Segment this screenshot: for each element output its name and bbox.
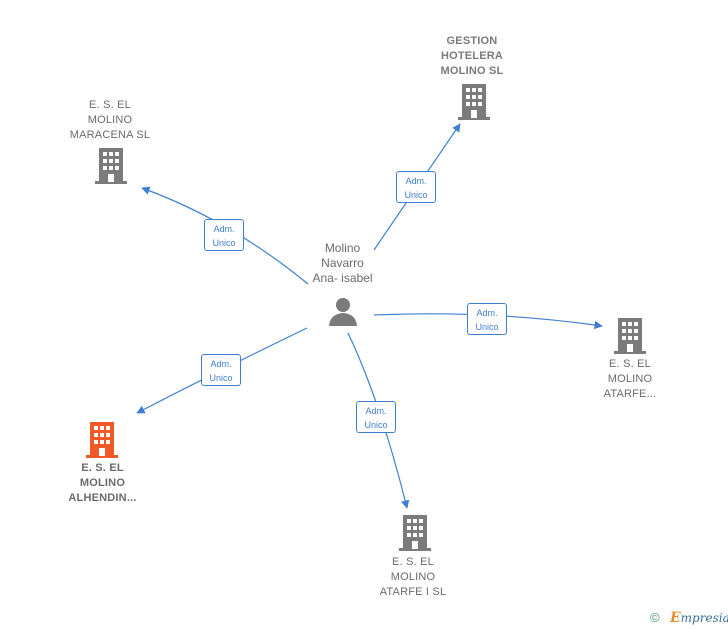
building-icon[interactable]	[399, 515, 431, 551]
edge-label-badge[interactable]: Adm. Unico	[396, 171, 436, 203]
edge-label-badge[interactable]: Adm. Unico	[467, 303, 507, 335]
brand-logo-rest: mpresia	[680, 611, 728, 625]
center-person-label: Molino Navarro Ana- isabel	[312, 241, 373, 285]
node-label-atarfe-i[interactable]: E. S. EL MOLINO ATARFE I SL	[379, 556, 447, 598]
node-label-alhendin[interactable]: E. S. EL MOLINO ALHENDIN...	[68, 462, 137, 504]
building-icon[interactable]	[86, 422, 118, 458]
person-icon[interactable]	[328, 297, 358, 327]
copyright-mark: ©	[650, 610, 660, 625]
building-icon[interactable]	[458, 84, 490, 120]
brand-logo-initial: E	[670, 610, 681, 626]
edge-label-badge[interactable]: Adm. Unico	[356, 401, 396, 433]
brand-logo[interactable]: Empresia	[670, 610, 728, 626]
building-icon[interactable]	[614, 318, 646, 354]
building-icon[interactable]	[95, 148, 127, 184]
edge-label-badge[interactable]: Adm. Unico	[201, 354, 241, 386]
edge-label-badge[interactable]: Adm. Unico	[204, 219, 244, 251]
node-label-atarfe-e[interactable]: E. S. EL MOLINO ATARFE...	[603, 358, 657, 400]
node-label-maracena[interactable]: E. S. EL MOLINO MARACENA SL	[69, 99, 151, 141]
node-label-gestion[interactable]: GESTION HOTELERA MOLINO SL	[440, 35, 504, 77]
